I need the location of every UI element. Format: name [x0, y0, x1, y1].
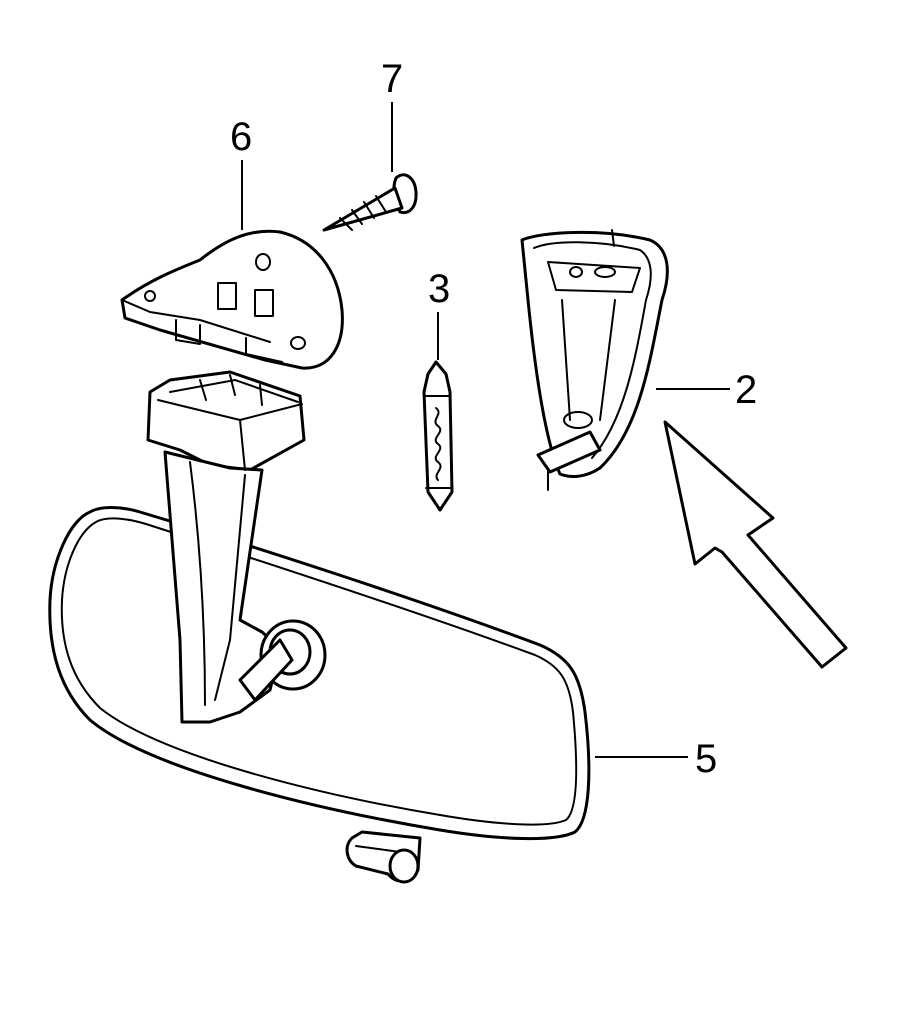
lamp-housing-part	[520, 229, 669, 491]
direction-arrow	[663, 420, 848, 669]
callout-6: 6	[230, 115, 252, 159]
bulb-part	[422, 360, 454, 512]
callout-2: 2	[735, 368, 757, 412]
screw-part	[322, 173, 418, 232]
callout-5: 5	[695, 737, 717, 781]
mount-arm	[146, 370, 327, 724]
leader-lines	[241, 102, 730, 758]
base-plate-part	[120, 229, 344, 370]
mirror-part	[48, 506, 591, 884]
callout-7: 7	[381, 57, 403, 101]
callout-3: 3	[428, 267, 450, 311]
